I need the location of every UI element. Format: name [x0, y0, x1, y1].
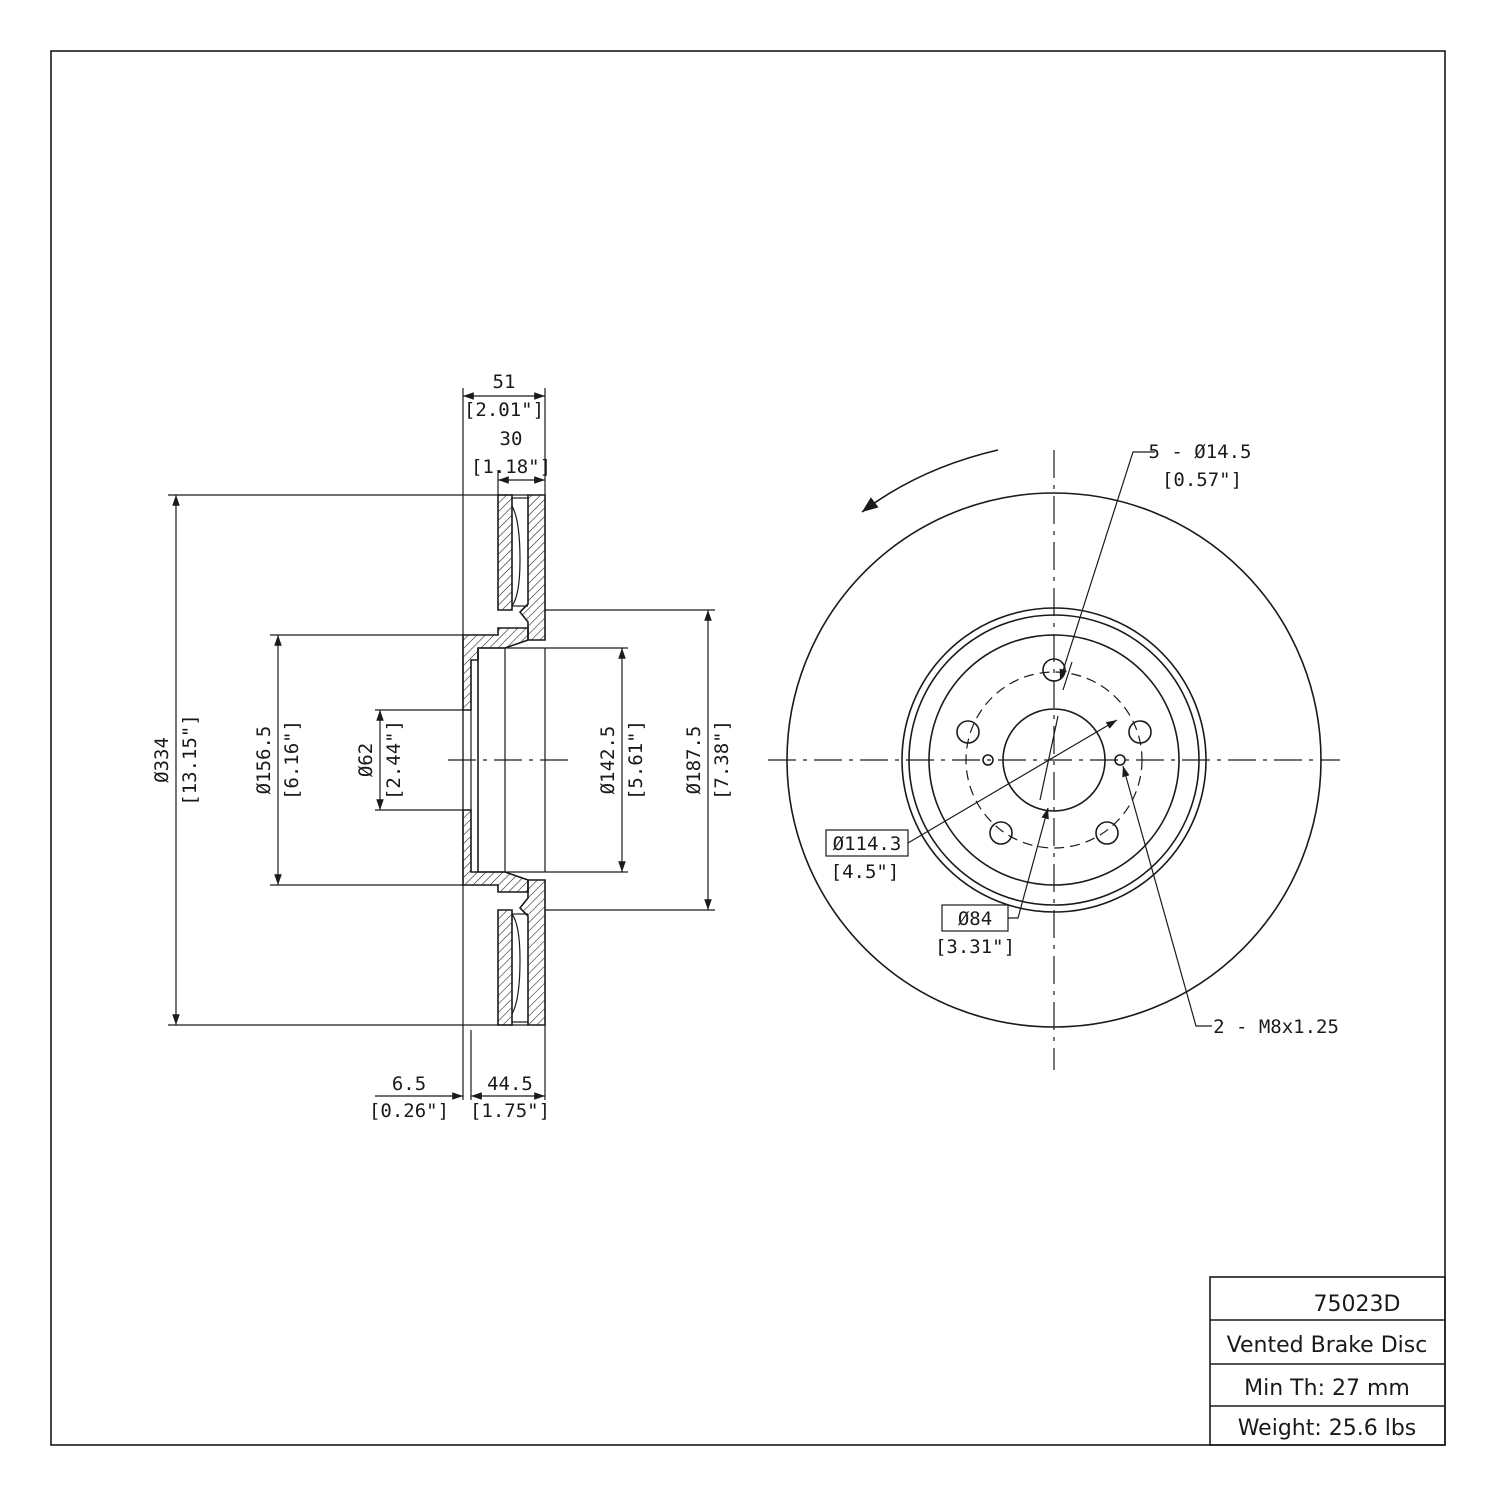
- bolt-hole-2: [1128, 720, 1152, 744]
- weight: Weight: 25.6 lbs: [1238, 1416, 1417, 1441]
- part-description: Vented Brake Disc: [1227, 1333, 1428, 1358]
- outer-rim: [786, 492, 1322, 1028]
- bolt-holes-in: [0.57"]: [1162, 469, 1242, 491]
- min-thickness: Min Th: 27 mm: [1244, 1376, 1410, 1401]
- pilot-mm: Ø84: [958, 908, 992, 930]
- upper-outer-plate: [518, 494, 546, 641]
- bolt-hole-5: [956, 720, 980, 744]
- bolt-hole-4: [989, 821, 1013, 845]
- bolt-circle-box: [825, 829, 909, 857]
- dim-51-mm: 51: [493, 371, 516, 393]
- dim-334-mm: Ø334: [151, 737, 173, 783]
- dim-187-mm: Ø187.5: [683, 726, 705, 795]
- dim-65-mm: 6.5: [392, 1073, 426, 1095]
- dim-62-mm: Ø62: [355, 743, 377, 777]
- hat-lower: [462, 809, 529, 893]
- thread-hole-left: [982, 754, 994, 766]
- bolt-circle-dashed: [965, 671, 1143, 849]
- leader-bolt-circle: [907, 719, 1118, 844]
- rotation-arrow: [861, 449, 999, 513]
- title-block-frame: [1209, 1276, 1446, 1446]
- section-view: [168, 388, 715, 1100]
- dim-30-in: [1.18"]: [471, 456, 551, 478]
- dim-156-mm: Ø156.5: [253, 726, 275, 795]
- dim-445-in: [1.75"]: [470, 1100, 550, 1122]
- dim-142-mm: Ø142.5: [597, 726, 619, 795]
- dim-156-in: [6.16"]: [281, 720, 303, 800]
- center-bore-circle: [1002, 708, 1106, 812]
- pilot-box: [941, 904, 1009, 932]
- lower-inner-plate: [497, 909, 513, 1026]
- title-block: 75023D Vented Brake Disc Min Th: 27 mm W…: [1209, 1276, 1446, 1446]
- bolt-hole-3: [1095, 821, 1119, 845]
- thread-hole-right: [1114, 754, 1126, 766]
- hat-upper: [462, 627, 529, 711]
- dim-65-in: [0.26"]: [369, 1100, 449, 1122]
- part-number: 75023D: [1314, 1292, 1401, 1317]
- lower-outer-plate: [518, 879, 546, 1026]
- leader-pilot: [1008, 807, 1049, 919]
- drawing-border: [50, 50, 1446, 1446]
- dim-142-in: [5.61"]: [625, 720, 647, 800]
- section-dimension-texts: 51 [2.01"] 30 [1.18"] Ø334 [13.15"] Ø156…: [151, 371, 733, 1122]
- bolt-circle-in: [4.5"]: [831, 861, 900, 883]
- threads-label: 2 - M8x1.25: [1213, 1016, 1339, 1038]
- dim-51-in: [2.01"]: [464, 399, 544, 421]
- leader-bolt-holes: [1059, 451, 1155, 681]
- front-dimension-texts: 5 - Ø14.5 [0.57"] Ø114.3 [4.5"] Ø84 [3.3…: [831, 441, 1339, 1038]
- dim-30-mm: 30: [500, 428, 523, 450]
- dim-62-in: [2.44"]: [383, 720, 405, 800]
- bolt-holes-mm: 5 - Ø14.5: [1149, 441, 1252, 463]
- dim-334-in: [13.15"]: [179, 714, 201, 806]
- bolt-circle-mm: Ø114.3: [833, 833, 902, 855]
- hat-outer-edge: [908, 614, 1200, 906]
- dim-187-in: [7.38"]: [711, 720, 733, 800]
- pilot-in: [3.31"]: [935, 936, 1015, 958]
- front-view: [768, 449, 1340, 1070]
- leader-threads: [1122, 765, 1212, 1027]
- upper-inner-plate: [497, 494, 513, 611]
- dim-445-mm: 44.5: [487, 1073, 533, 1095]
- friction-inner-edge: [901, 607, 1207, 913]
- hat-face-edge: [928, 634, 1180, 886]
